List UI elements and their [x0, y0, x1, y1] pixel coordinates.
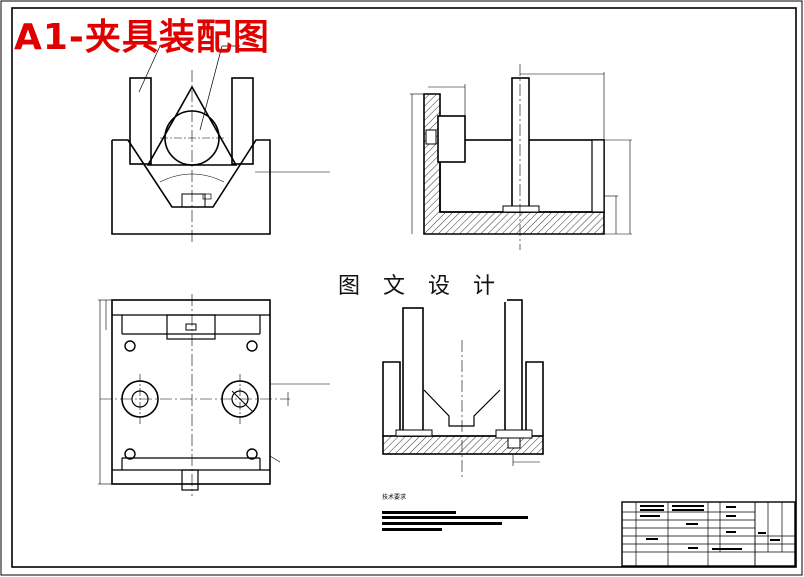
side-section-view [410, 64, 632, 250]
watermark-text: 图 文 设 计 [334, 272, 507, 302]
front-view [111, 45, 330, 243]
notes-heading: 技术要求 [382, 494, 407, 501]
inner-border [11, 7, 797, 568]
drawing-title: A1-夹具装配图 [14, 17, 270, 58]
title-block [621, 501, 796, 567]
technical-notes [382, 511, 528, 531]
lower-section-view [382, 299, 544, 480]
top-view [98, 294, 330, 496]
